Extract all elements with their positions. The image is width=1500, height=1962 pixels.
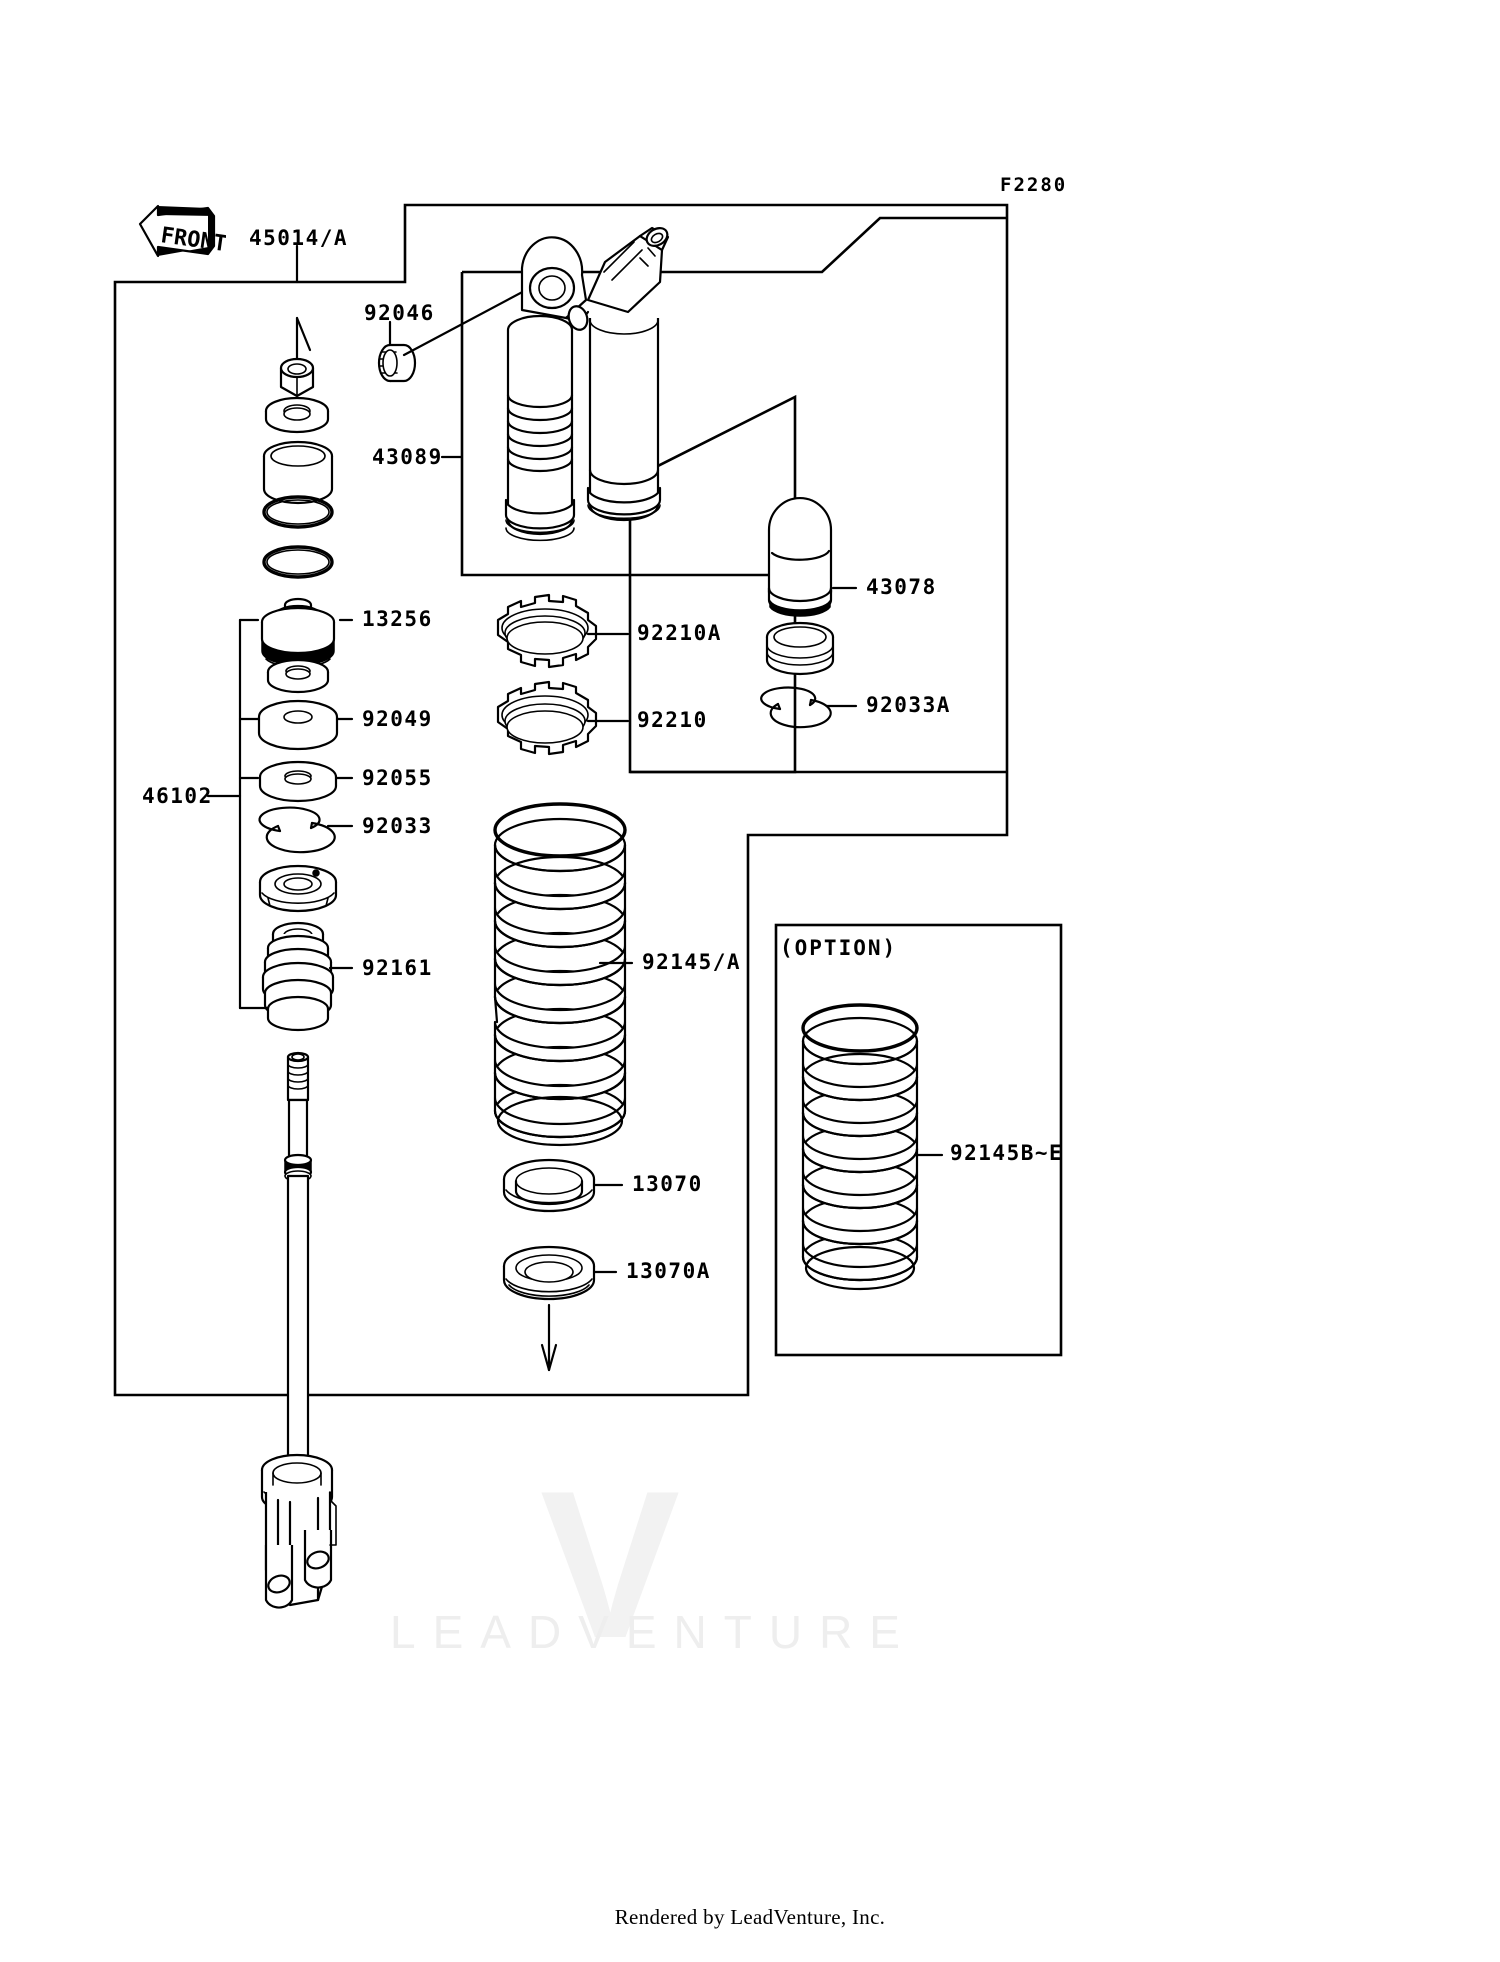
part-oring-upper-art bbox=[262, 495, 334, 529]
label-92145BE[interactable]: 92145B~E bbox=[950, 1141, 1064, 1165]
label-92046[interactable]: 92046 bbox=[364, 301, 435, 325]
part-small-washer-art bbox=[266, 658, 330, 694]
assembly-outline-45014 bbox=[113, 203, 1009, 1397]
label-92033A[interactable]: 92033A bbox=[866, 693, 951, 717]
part-reservoir-lower-art bbox=[765, 621, 835, 676]
part-92161-art bbox=[261, 921, 335, 1032]
part-lock-nut-art bbox=[279, 357, 315, 398]
label-46102[interactable]: 46102 bbox=[142, 784, 213, 808]
label-92210A[interactable]: 92210A bbox=[637, 621, 722, 645]
label-92145A[interactable]: 92145/A bbox=[642, 950, 742, 974]
option-box-title: (OPTION) bbox=[780, 936, 898, 960]
part-13070A-art bbox=[502, 1245, 596, 1301]
label-45014A[interactable]: 45014/A bbox=[249, 226, 349, 250]
part-damper-rod-art bbox=[260, 1051, 337, 1609]
part-92033-art bbox=[258, 806, 336, 854]
part-92145A-art bbox=[493, 802, 627, 1147]
part-92210-art bbox=[496, 680, 598, 756]
label-43089[interactable]: 43089 bbox=[372, 445, 443, 469]
label-92210[interactable]: 92210 bbox=[637, 708, 708, 732]
part-92145BE-art bbox=[801, 1003, 919, 1291]
label-92033[interactable]: 92033 bbox=[362, 814, 433, 838]
option-box bbox=[774, 923, 1063, 1357]
part-washer-art bbox=[264, 396, 330, 434]
part-seal-holder-art bbox=[258, 864, 338, 913]
label-92055[interactable]: 92055 bbox=[362, 766, 433, 790]
part-collar-art bbox=[262, 440, 334, 505]
part-92055-art bbox=[258, 760, 338, 803]
part-43089-art bbox=[504, 226, 670, 542]
part-13070-art bbox=[502, 1158, 596, 1213]
part-oring-lower-art bbox=[262, 545, 334, 579]
part-92049-art bbox=[257, 699, 339, 751]
part-92210A-art bbox=[496, 593, 598, 669]
label-13256[interactable]: 13256 bbox=[362, 607, 433, 631]
label-92161[interactable]: 92161 bbox=[362, 956, 433, 980]
label-43078[interactable]: 43078 bbox=[866, 575, 937, 599]
part-43078-art bbox=[767, 496, 833, 617]
label-13070A[interactable]: 13070A bbox=[626, 1259, 711, 1283]
leader-lines bbox=[206, 244, 944, 1274]
label-13070[interactable]: 13070 bbox=[632, 1172, 703, 1196]
part-92046-art bbox=[377, 343, 417, 383]
front-direction-marker: FRONT bbox=[138, 204, 226, 257]
diagram-code: F2280 bbox=[1000, 174, 1068, 196]
part-13256-art bbox=[260, 597, 336, 668]
label-92049[interactable]: 92049 bbox=[362, 707, 433, 731]
footer-attribution: Rendered by LeadVenture, Inc. bbox=[614, 1905, 886, 1929]
